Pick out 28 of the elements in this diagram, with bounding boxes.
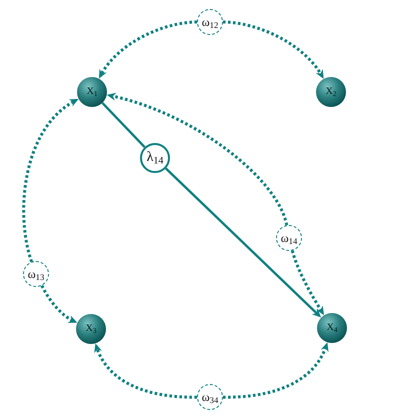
node-label: X$_{2}$ (326, 87, 336, 97)
sphere-node (77, 77, 107, 107)
connector-line (102, 102, 146, 148)
arrow (164, 168, 322, 318)
dotted-arrow (22, 98, 78, 262)
dotted-arrow (94, 343, 198, 399)
dotted-arrow (98, 20, 198, 79)
node-label: ω$_{14}$ (280, 232, 298, 244)
sphere-node (316, 77, 346, 107)
node-label: ω$_{13}$ (28, 268, 44, 280)
dotted-arrow (106, 93, 288, 226)
node-label: ω$_{12}$ (202, 16, 218, 28)
sphere-node (317, 313, 347, 343)
sphere-node (76, 314, 106, 344)
dotted-arrow (222, 342, 328, 399)
dotted-arrow (290, 250, 324, 316)
dashed-circle-node (197, 9, 223, 35)
node-label: X$_{1}$ (86, 87, 98, 97)
dashed-circle-node (197, 384, 223, 410)
node-label: ω$_{34}$ (202, 391, 218, 403)
dashed-circle-node (276, 225, 302, 251)
node-label: λ$_{14}$ (146, 151, 164, 165)
node-label: X$_{3}$ (86, 324, 96, 334)
circle-node (140, 143, 170, 173)
node-label: X$_{4}$ (326, 323, 338, 333)
dotted-arrow (40, 284, 78, 323)
dotted-arrow (222, 20, 324, 79)
dashed-circle-node (23, 261, 49, 287)
